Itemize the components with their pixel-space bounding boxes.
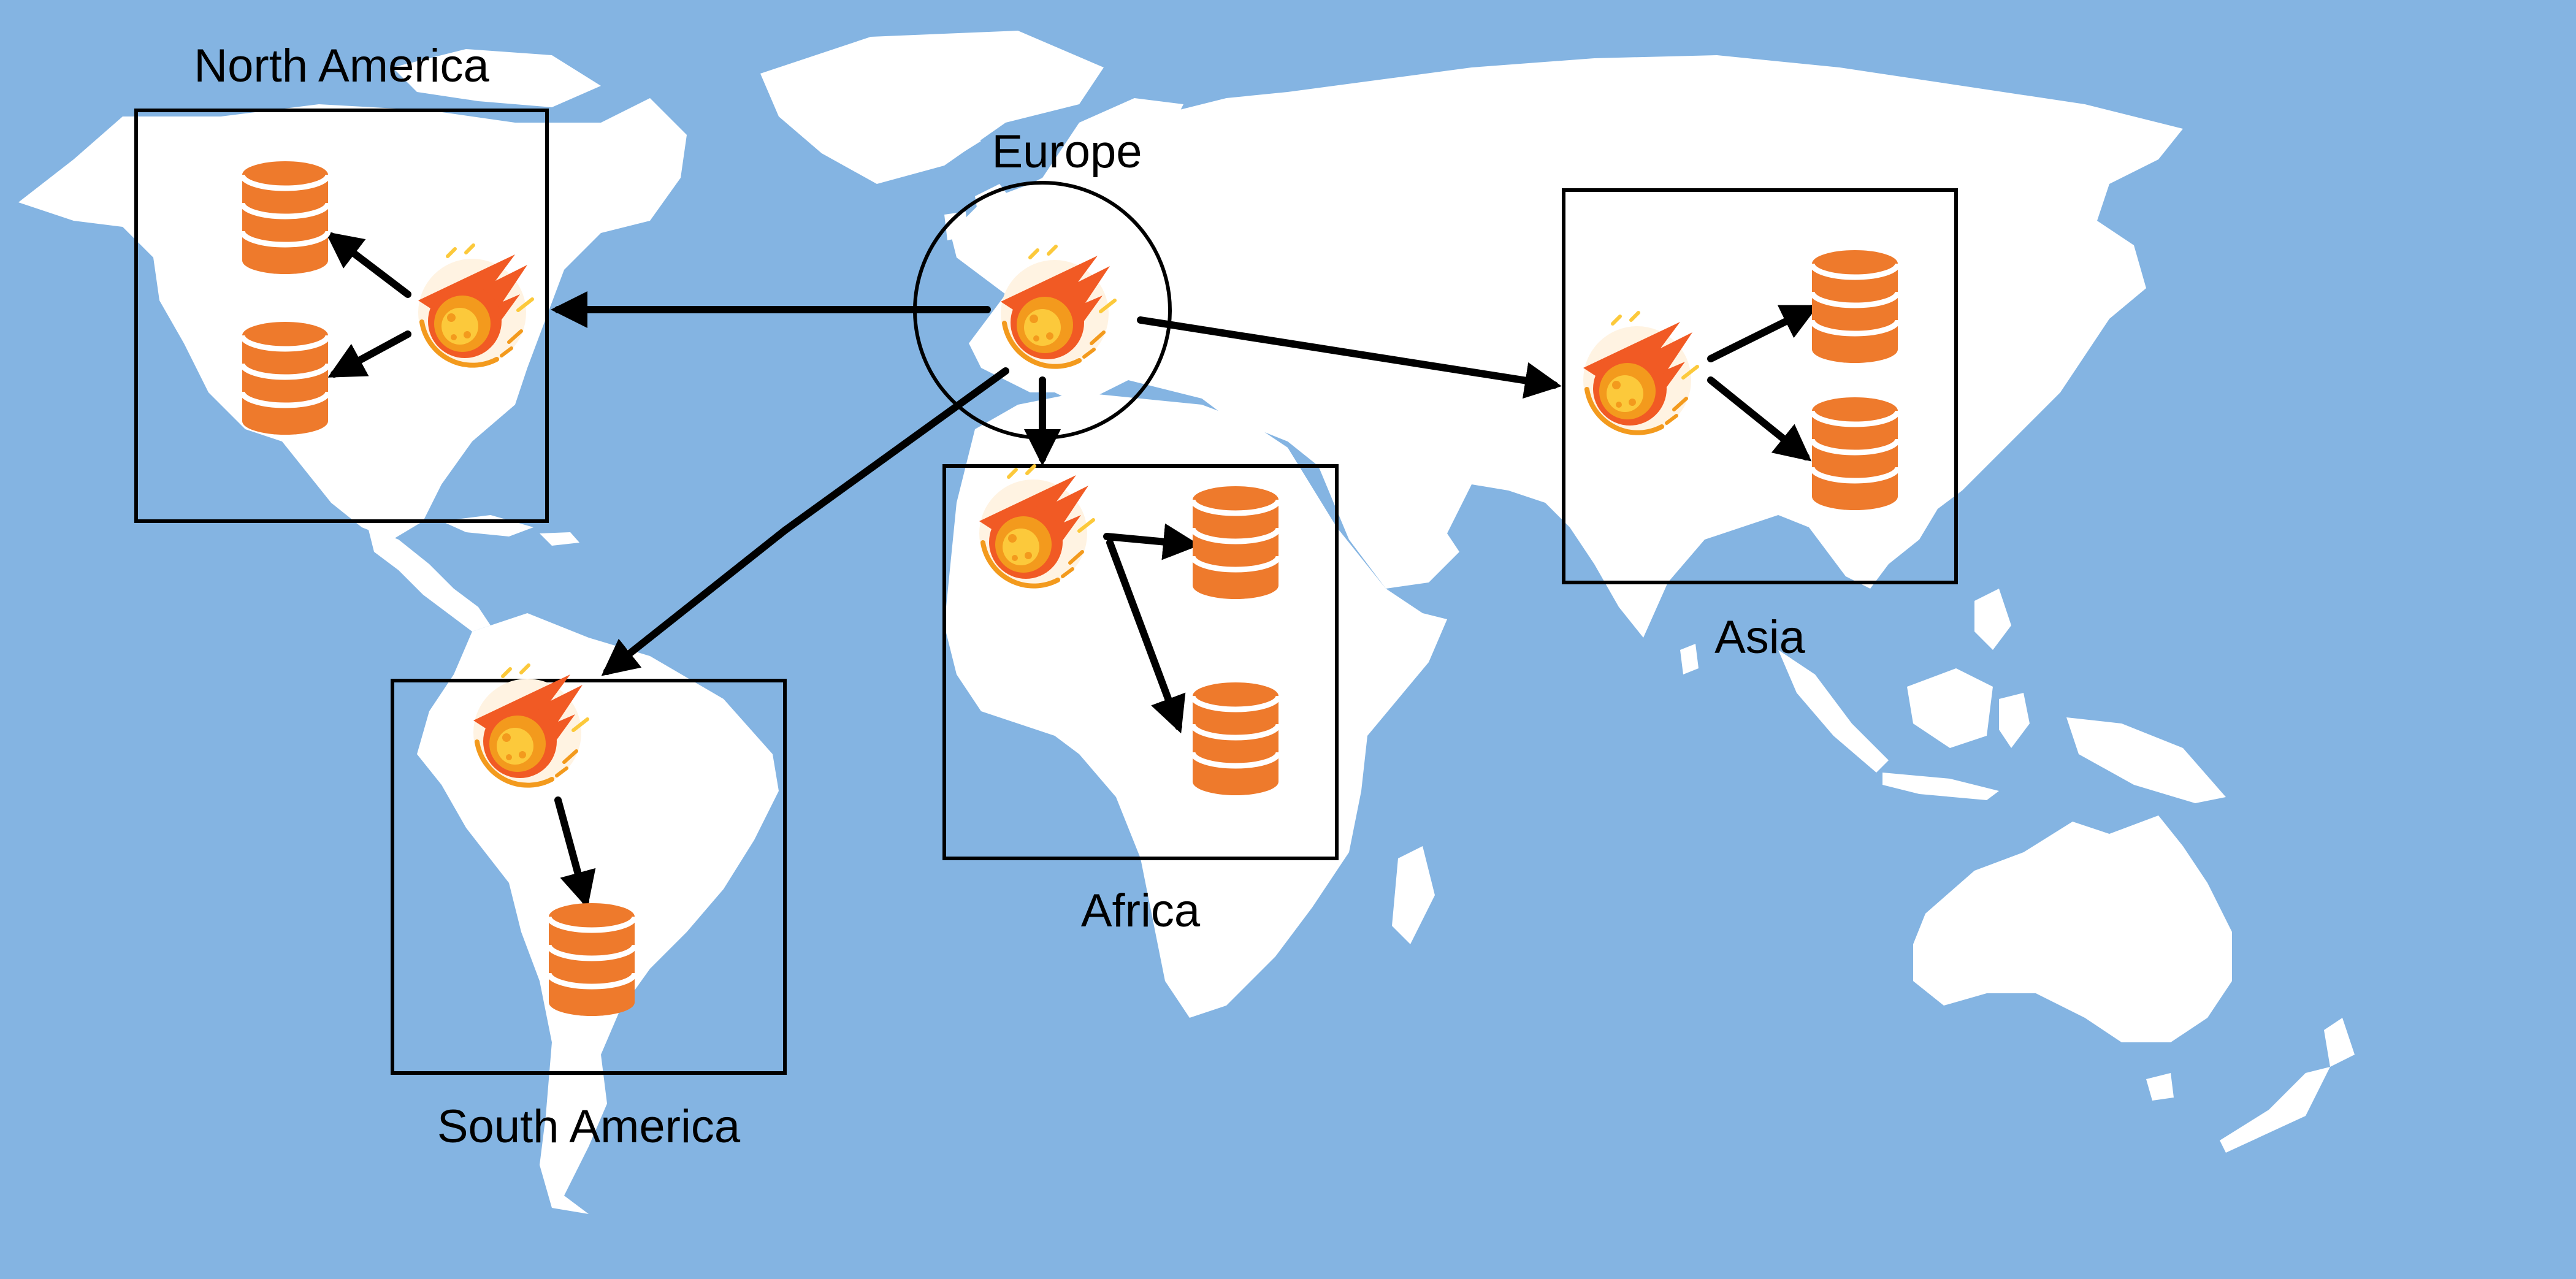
database-icon <box>1193 682 1278 795</box>
new-zealand-south-shape <box>2220 1067 2330 1153</box>
europe-label: Europe <box>992 126 1142 178</box>
database-icon <box>1193 486 1278 599</box>
hispaniola-shape <box>540 532 579 546</box>
database-icon <box>549 903 635 1016</box>
arrow-asia-to-db-top <box>1707 305 1819 362</box>
arrow-europe-to-south-america <box>601 367 1009 676</box>
greenland-shape <box>760 31 1104 184</box>
replication-arrows <box>325 231 1819 909</box>
database-icon <box>242 161 328 274</box>
java-shape <box>1882 773 1999 800</box>
new-zealand-north-shape <box>2324 1018 2355 1067</box>
baffin-island-shape <box>589 123 675 202</box>
philippines-shape <box>1974 589 2011 650</box>
sumatra-shape <box>1778 650 1889 773</box>
arabia-shape <box>1318 466 1459 589</box>
tasmania-shape <box>2146 1073 2174 1101</box>
arrow-na-to-db-bottom <box>327 330 411 378</box>
madagascar-shape <box>1392 846 1435 944</box>
arrow-na-to-db-top <box>325 231 411 298</box>
asia-label: Asia <box>1714 611 1805 663</box>
borneo-shape <box>1907 668 1993 748</box>
africa-label: Africa <box>1080 885 1201 937</box>
arrow-asia-to-db-bottom <box>1707 376 1812 462</box>
new-guinea-shape <box>2066 717 2226 803</box>
north-america-shape <box>18 98 687 540</box>
south-america-region-box <box>391 679 787 1075</box>
north-america-region-box <box>134 109 549 523</box>
iceland-shape <box>920 129 981 156</box>
sri-lanka-shape <box>1680 644 1699 674</box>
cuba-shape <box>441 515 533 536</box>
scandinavia-shape <box>1042 98 1183 221</box>
australia-shape <box>1913 815 2232 1042</box>
asia-region-box <box>1562 188 1958 584</box>
arrow-africa-to-db-bottom <box>1106 539 1186 734</box>
continents <box>18 31 2355 1214</box>
japan-shape <box>2017 294 2085 417</box>
arrow-africa-to-db-top <box>1103 523 1200 560</box>
africa-region-box <box>942 464 1339 860</box>
south-america-label: South America <box>437 1101 741 1153</box>
north-america-label: North America <box>194 40 489 92</box>
arrow-europe-to-asia <box>1137 316 1562 399</box>
database-icon <box>1812 250 1898 363</box>
arctic-islands-shape <box>392 49 601 107</box>
ireland-shape <box>944 212 968 240</box>
central-america-shape <box>368 527 491 632</box>
sulawesi-shape <box>1999 693 2030 748</box>
database-icon <box>242 322 328 435</box>
database-icon <box>1812 397 1898 510</box>
arrow-sa-to-db <box>554 796 596 909</box>
great-britain-shape <box>975 184 1018 258</box>
